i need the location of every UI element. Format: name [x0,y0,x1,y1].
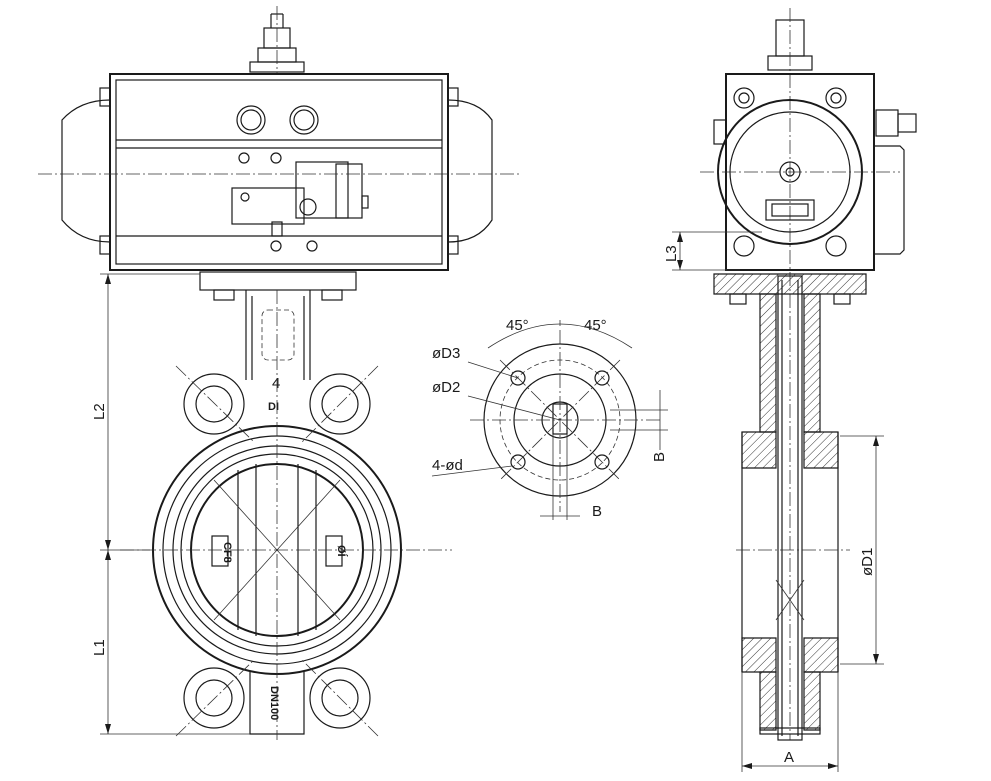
neck: 4 DI [199,271,357,413]
disc-mark-left: CF8 [221,542,233,563]
actuator [38,73,520,271]
disc-mark-right: ØÍ [335,545,348,558]
dim-d1: øD1 [859,548,876,576]
body-mark-dn: DN100 [268,686,280,720]
angle-right: 45° [584,317,607,334]
angle-left: 45° [506,317,529,334]
dim-l3: L3 [663,245,680,262]
dim-l1: L1 [91,639,108,656]
dim-a: A [784,749,794,766]
flange-detail: 45° 45° øD3 øD2 4-ød B B [431,317,668,520]
stem-top [249,6,305,74]
label-holes: 4-ød [432,457,463,474]
body-mark-di: DI [268,401,279,413]
label-d2: øD2 [432,379,460,396]
valve-body: CF8 ØÍ DN100 [120,290,452,740]
body-mark-4: 4 [272,375,280,392]
dim-l2: L2 [91,403,108,420]
dim-b-bottom: B [592,503,602,520]
label-d3: øD3 [432,345,460,362]
front-view: 4 DI [38,6,520,740]
dim-b-side: B [651,452,668,462]
dim-left: L2 L1 [91,273,250,735]
side-view: L3 øD1 A [663,8,917,772]
